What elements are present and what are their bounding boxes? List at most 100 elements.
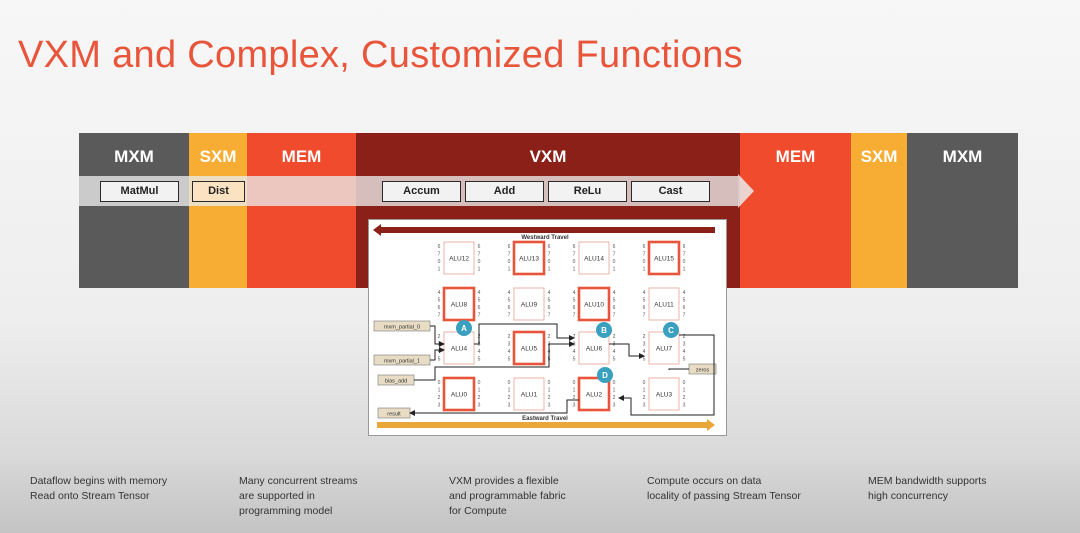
alu-box xyxy=(442,376,476,412)
result-label: result xyxy=(387,412,401,418)
alu-port-number: 4 xyxy=(478,349,481,355)
marker-b-label: B xyxy=(601,326,607,335)
alu-port-number: 6 xyxy=(438,305,441,311)
mxm-label-right: MXM xyxy=(942,147,983,166)
alu-port-number: 1 xyxy=(573,388,576,394)
alu-port-number: 4 xyxy=(683,290,686,296)
alu-port-number: 7 xyxy=(643,313,646,319)
alu-label: ALU10 xyxy=(584,302,604,309)
alu-port-number: 4 xyxy=(613,349,616,355)
marker-b: B xyxy=(596,322,612,338)
mxm-block-left: MXM xyxy=(79,133,189,288)
alu-port-number: 1 xyxy=(478,267,481,273)
sxm-label-left: SXM xyxy=(199,147,237,166)
alu-box xyxy=(577,286,611,322)
alu-port-number: 7 xyxy=(478,252,481,258)
alu-port-number: 6 xyxy=(683,305,686,311)
bias-add-label: bias_add xyxy=(385,379,407,385)
alu-port-number: 7 xyxy=(478,313,481,319)
caption-dataflow: Dataflow begins with memory Read onto St… xyxy=(30,475,168,502)
flow-alu7-to-alu2 xyxy=(618,334,715,416)
alu-port-number: 2 xyxy=(508,334,511,340)
caption-bar xyxy=(0,463,1080,533)
alu-port-number: 6 xyxy=(613,305,616,311)
alu-port-number: 1 xyxy=(508,267,511,273)
alu-port-number: 4 xyxy=(643,290,646,296)
alu-port-number: 2 xyxy=(438,395,441,401)
alu-port-number: 4 xyxy=(573,349,576,355)
alu-label: ALU0 xyxy=(451,392,468,399)
sxm-label-right: SXM xyxy=(860,147,898,166)
flow-partial0-to-alu4 xyxy=(430,325,445,347)
alu-box xyxy=(513,377,545,411)
alu-port-number: 2 xyxy=(478,395,481,401)
flow-partial1-to-alu4 xyxy=(430,347,445,361)
mxm-block-right: MXM xyxy=(907,133,1018,288)
alu-port-number: 7 xyxy=(548,252,551,258)
add-box: Add xyxy=(465,181,544,202)
alu-port-number: 5 xyxy=(478,357,481,363)
marker-c-label: C xyxy=(668,326,674,335)
alu-port-number: 7 xyxy=(548,313,551,319)
alu-port-number: 3 xyxy=(508,403,511,409)
alu-port-number: 6 xyxy=(508,305,511,311)
alu-port-number: 3 xyxy=(573,403,576,409)
marker-a: A xyxy=(456,320,472,336)
alu-label: ALU9 xyxy=(521,302,538,309)
alu-port-number: 7 xyxy=(438,252,441,258)
sxm-block-left: SXM xyxy=(189,133,247,288)
alu-port-number: 4 xyxy=(508,349,511,355)
alu-port-number: 1 xyxy=(438,388,441,394)
alu-box xyxy=(443,241,475,275)
zeros-label: zeros xyxy=(696,368,710,374)
alu-box xyxy=(513,287,545,321)
alu-port-number: 2 xyxy=(438,334,441,340)
alu-port-number: 0 xyxy=(508,259,511,265)
alu-port-number: 6 xyxy=(478,305,481,311)
alu-label: ALU15 xyxy=(654,256,674,263)
alu-port-number: 6 xyxy=(548,244,551,250)
alu-port-number: 5 xyxy=(613,298,616,304)
alu-port-number: 3 xyxy=(683,403,686,409)
alu-box xyxy=(648,377,680,411)
alu-port-number: 7 xyxy=(438,313,441,319)
alu-port-number: 0 xyxy=(613,259,616,265)
accum-box: Accum xyxy=(382,181,461,202)
alu-port-number: 3 xyxy=(613,403,616,409)
alu-box xyxy=(512,330,546,366)
alu-port-number: 6 xyxy=(683,244,686,250)
alu-port-number: 7 xyxy=(683,313,686,319)
alu-port-number: 4 xyxy=(508,290,511,296)
alu-port-number: 0 xyxy=(573,380,576,386)
alu-port-number: 5 xyxy=(438,298,441,304)
alu-port-number: 5 xyxy=(478,298,481,304)
alu-port-number: 5 xyxy=(438,357,441,363)
alu-port-number: 2 xyxy=(683,334,686,340)
alu-port-number: 6 xyxy=(643,305,646,311)
caption-vxm-fabric: VXM provides a flexible and programmable… xyxy=(449,475,566,517)
flow-alu6-to-alu7 xyxy=(609,343,645,359)
alu-port-number: 6 xyxy=(508,244,511,250)
alu-port-number: 3 xyxy=(438,403,441,409)
alu-label: ALU6 xyxy=(586,346,603,353)
vxm-label: VXM xyxy=(529,147,567,166)
alu-port-number: 6 xyxy=(548,305,551,311)
alu-port-number: 0 xyxy=(548,380,551,386)
alu-port-number: 0 xyxy=(478,380,481,386)
alu-port-number: 6 xyxy=(573,244,576,250)
alu-port-number: 4 xyxy=(548,290,551,296)
alu-port-number: 6 xyxy=(643,244,646,250)
mxm-partial-1-label: mxm_partial_1 xyxy=(384,359,420,365)
alu-box xyxy=(443,331,475,365)
alu-port-number: 1 xyxy=(548,388,551,394)
alu-port-number: 5 xyxy=(548,298,551,304)
